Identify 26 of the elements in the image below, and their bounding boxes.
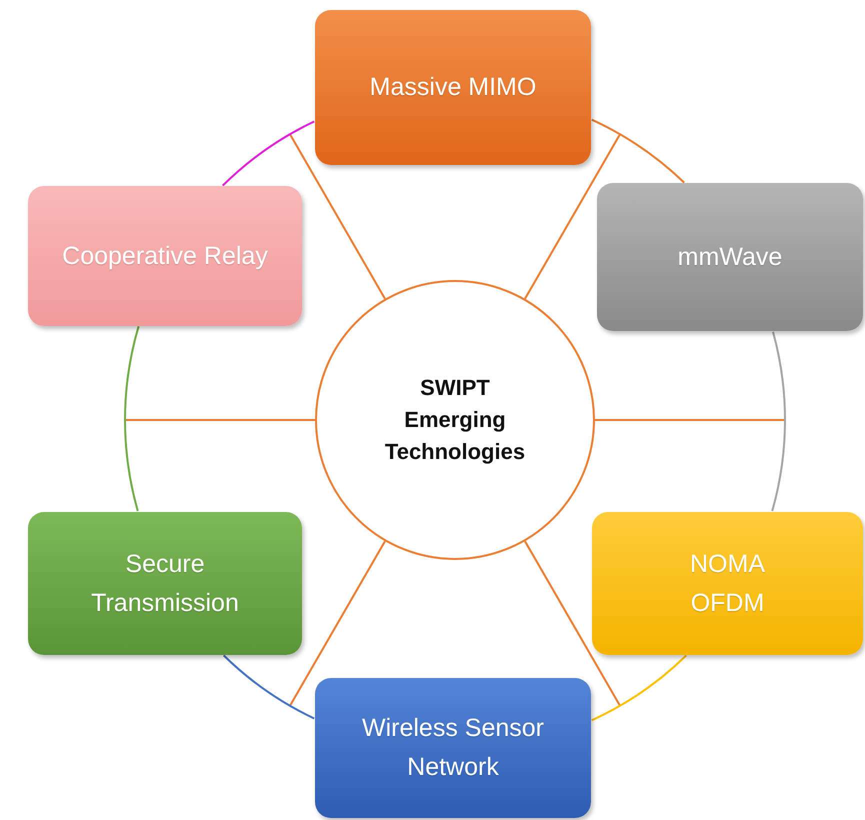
topic-box (28, 512, 302, 655)
ring-arc (124, 326, 140, 512)
spoke-line (289, 134, 386, 300)
topic-box (315, 10, 591, 165)
topic-label: Secure Transmission (90, 548, 240, 618)
topic-label: Massive MIMO (370, 72, 536, 104)
topic-label: mmWave (678, 242, 782, 273)
ring-arc (223, 654, 315, 720)
topic-box (28, 186, 302, 326)
ring-arc (591, 654, 687, 722)
topic-box (597, 183, 863, 331)
spoke-line (524, 134, 621, 300)
ring-arc (591, 118, 685, 184)
topic-label: Wireless Sensor Network (361, 713, 545, 783)
topic-label: OFDM (690, 588, 764, 618)
ring-arc (222, 120, 315, 186)
topic-label: Cooperative Relay (62, 240, 268, 272)
spoke-line (125, 419, 315, 421)
spoke-line (289, 540, 386, 706)
ring-arc (771, 332, 786, 512)
topic-box (315, 678, 591, 818)
spoke-line (524, 540, 621, 706)
center-title: SWIPT Emerging Technologies (384, 374, 526, 466)
topic-box (592, 512, 863, 655)
spoke-line (595, 419, 785, 421)
topic-label: NOMA (690, 548, 765, 580)
